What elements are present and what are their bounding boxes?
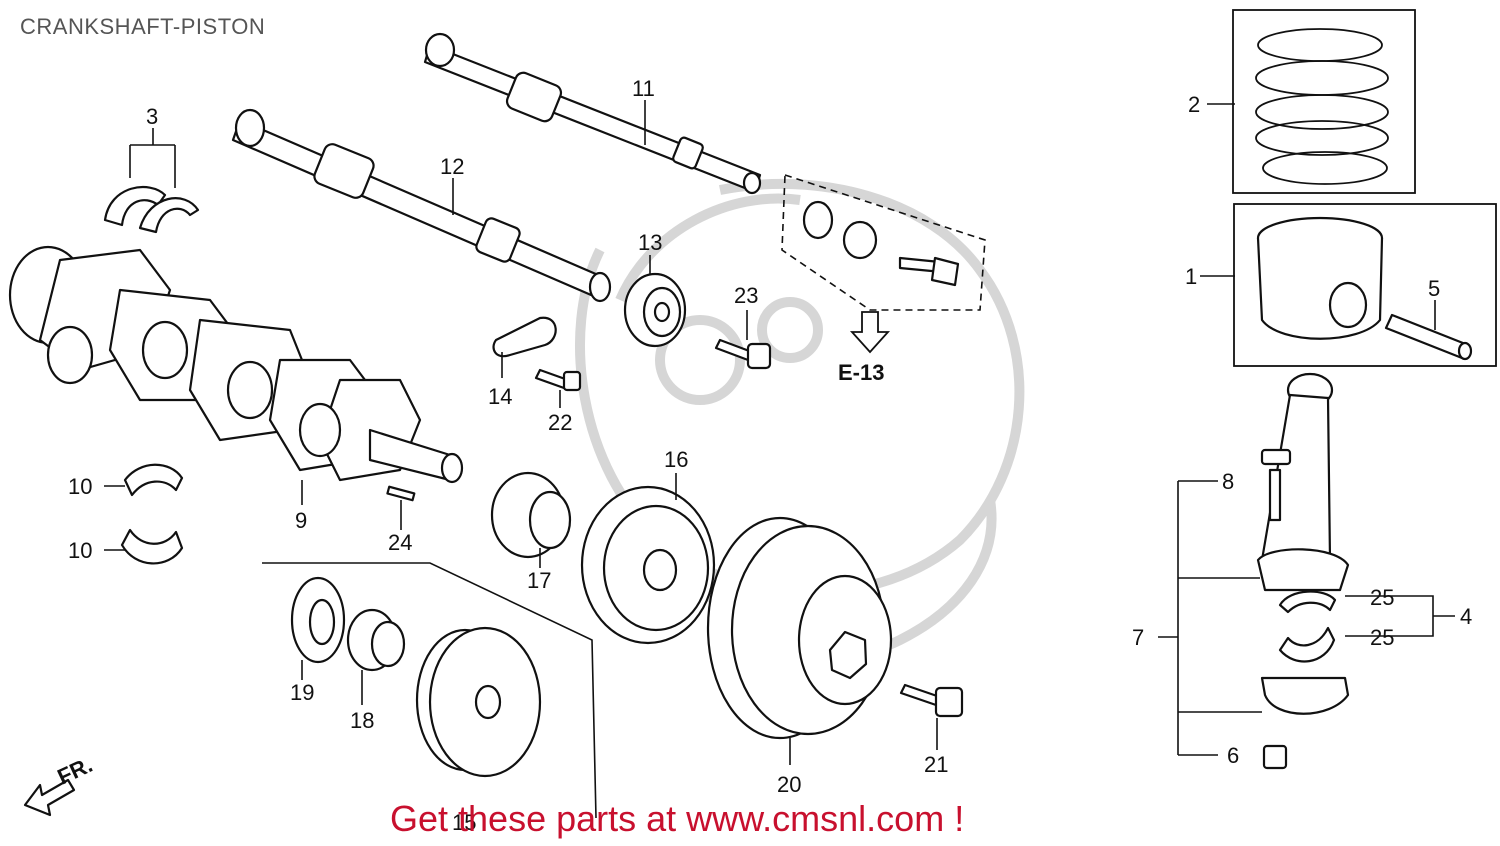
main-bearing-lower [120, 528, 184, 565]
crankshaft [8, 245, 464, 484]
callout-25a: 25 [1370, 585, 1394, 610]
callout-21: 21 [924, 752, 948, 777]
thrust-washer [103, 186, 200, 234]
callout-4: 4 [1460, 604, 1472, 629]
bolt-23 [714, 338, 772, 370]
reference-group-parts [802, 200, 960, 287]
woodruff-key [386, 485, 416, 502]
page-title: CRANKSHAFT-PISTON [20, 14, 266, 39]
callout-25b: 25 [1370, 625, 1394, 650]
rod-bearing-upper [1278, 590, 1337, 614]
reference-group-outline [781, 173, 986, 311]
piston-ring-set [1255, 28, 1389, 185]
callout-10b: 10 [68, 538, 92, 563]
callout-24: 24 [388, 530, 412, 555]
balancer-pulley [623, 272, 687, 348]
balancer-shaft-front [423, 32, 762, 195]
bolt-22 [534, 368, 582, 392]
rod-bearing-lower [1278, 626, 1336, 663]
promo-banner: Get these parts at www.cmsnl.com ! [390, 798, 965, 839]
callout-6: 6 [1227, 743, 1239, 768]
callout-1: 1 [1185, 264, 1197, 289]
callout-18: 18 [350, 708, 374, 733]
piston-frame [1233, 203, 1497, 367]
pulley-15 [415, 626, 542, 778]
washer-19 [290, 576, 346, 664]
callout-11: 11 [632, 76, 655, 101]
callout-15: 15 [452, 810, 476, 835]
callout-8: 8 [1222, 469, 1234, 494]
reference-arrow [849, 311, 891, 354]
leader-lines [104, 100, 1455, 765]
timing-belt-pulley [580, 485, 716, 645]
callout-2: 2 [1188, 92, 1200, 117]
front-direction-arrow [23, 778, 76, 817]
balancer-shaft-rear [231, 108, 612, 303]
piston [1256, 216, 1384, 340]
connecting-rod [1256, 372, 1350, 715]
callout-20: 20 [777, 772, 801, 797]
callout-12: 12 [440, 154, 464, 179]
crankshaft-pulley [706, 516, 893, 740]
rod-bolt [1260, 448, 1292, 522]
group-bracket-line [262, 562, 597, 819]
piston-ring-set-frame [1232, 9, 1416, 194]
callout-labels: 1 2 3 4 5 6 7 8 9 10 10 11 12 13 14 15 1… [68, 76, 1472, 835]
reference-label: E-13 [838, 360, 884, 385]
rod-nut [1262, 744, 1288, 770]
piston-pin [1384, 313, 1473, 361]
callout-9: 9 [295, 508, 307, 533]
callout-13: 13 [638, 230, 662, 255]
timing-sprocket [490, 471, 572, 559]
callout-7: 7 [1132, 625, 1144, 650]
sprocket-18 [346, 608, 406, 672]
callout-5: 5 [1428, 276, 1440, 301]
bolt-21 [899, 683, 964, 718]
callout-19: 19 [290, 680, 314, 705]
callout-14: 14 [488, 384, 512, 409]
callout-16: 16 [664, 447, 688, 472]
main-bearing-upper [123, 463, 184, 497]
callout-17: 17 [527, 568, 551, 593]
lock-plate [492, 316, 557, 358]
callout-22: 22 [548, 410, 572, 435]
callout-10a: 10 [68, 474, 92, 499]
callout-23: 23 [734, 283, 758, 308]
callout-3: 3 [146, 104, 158, 129]
